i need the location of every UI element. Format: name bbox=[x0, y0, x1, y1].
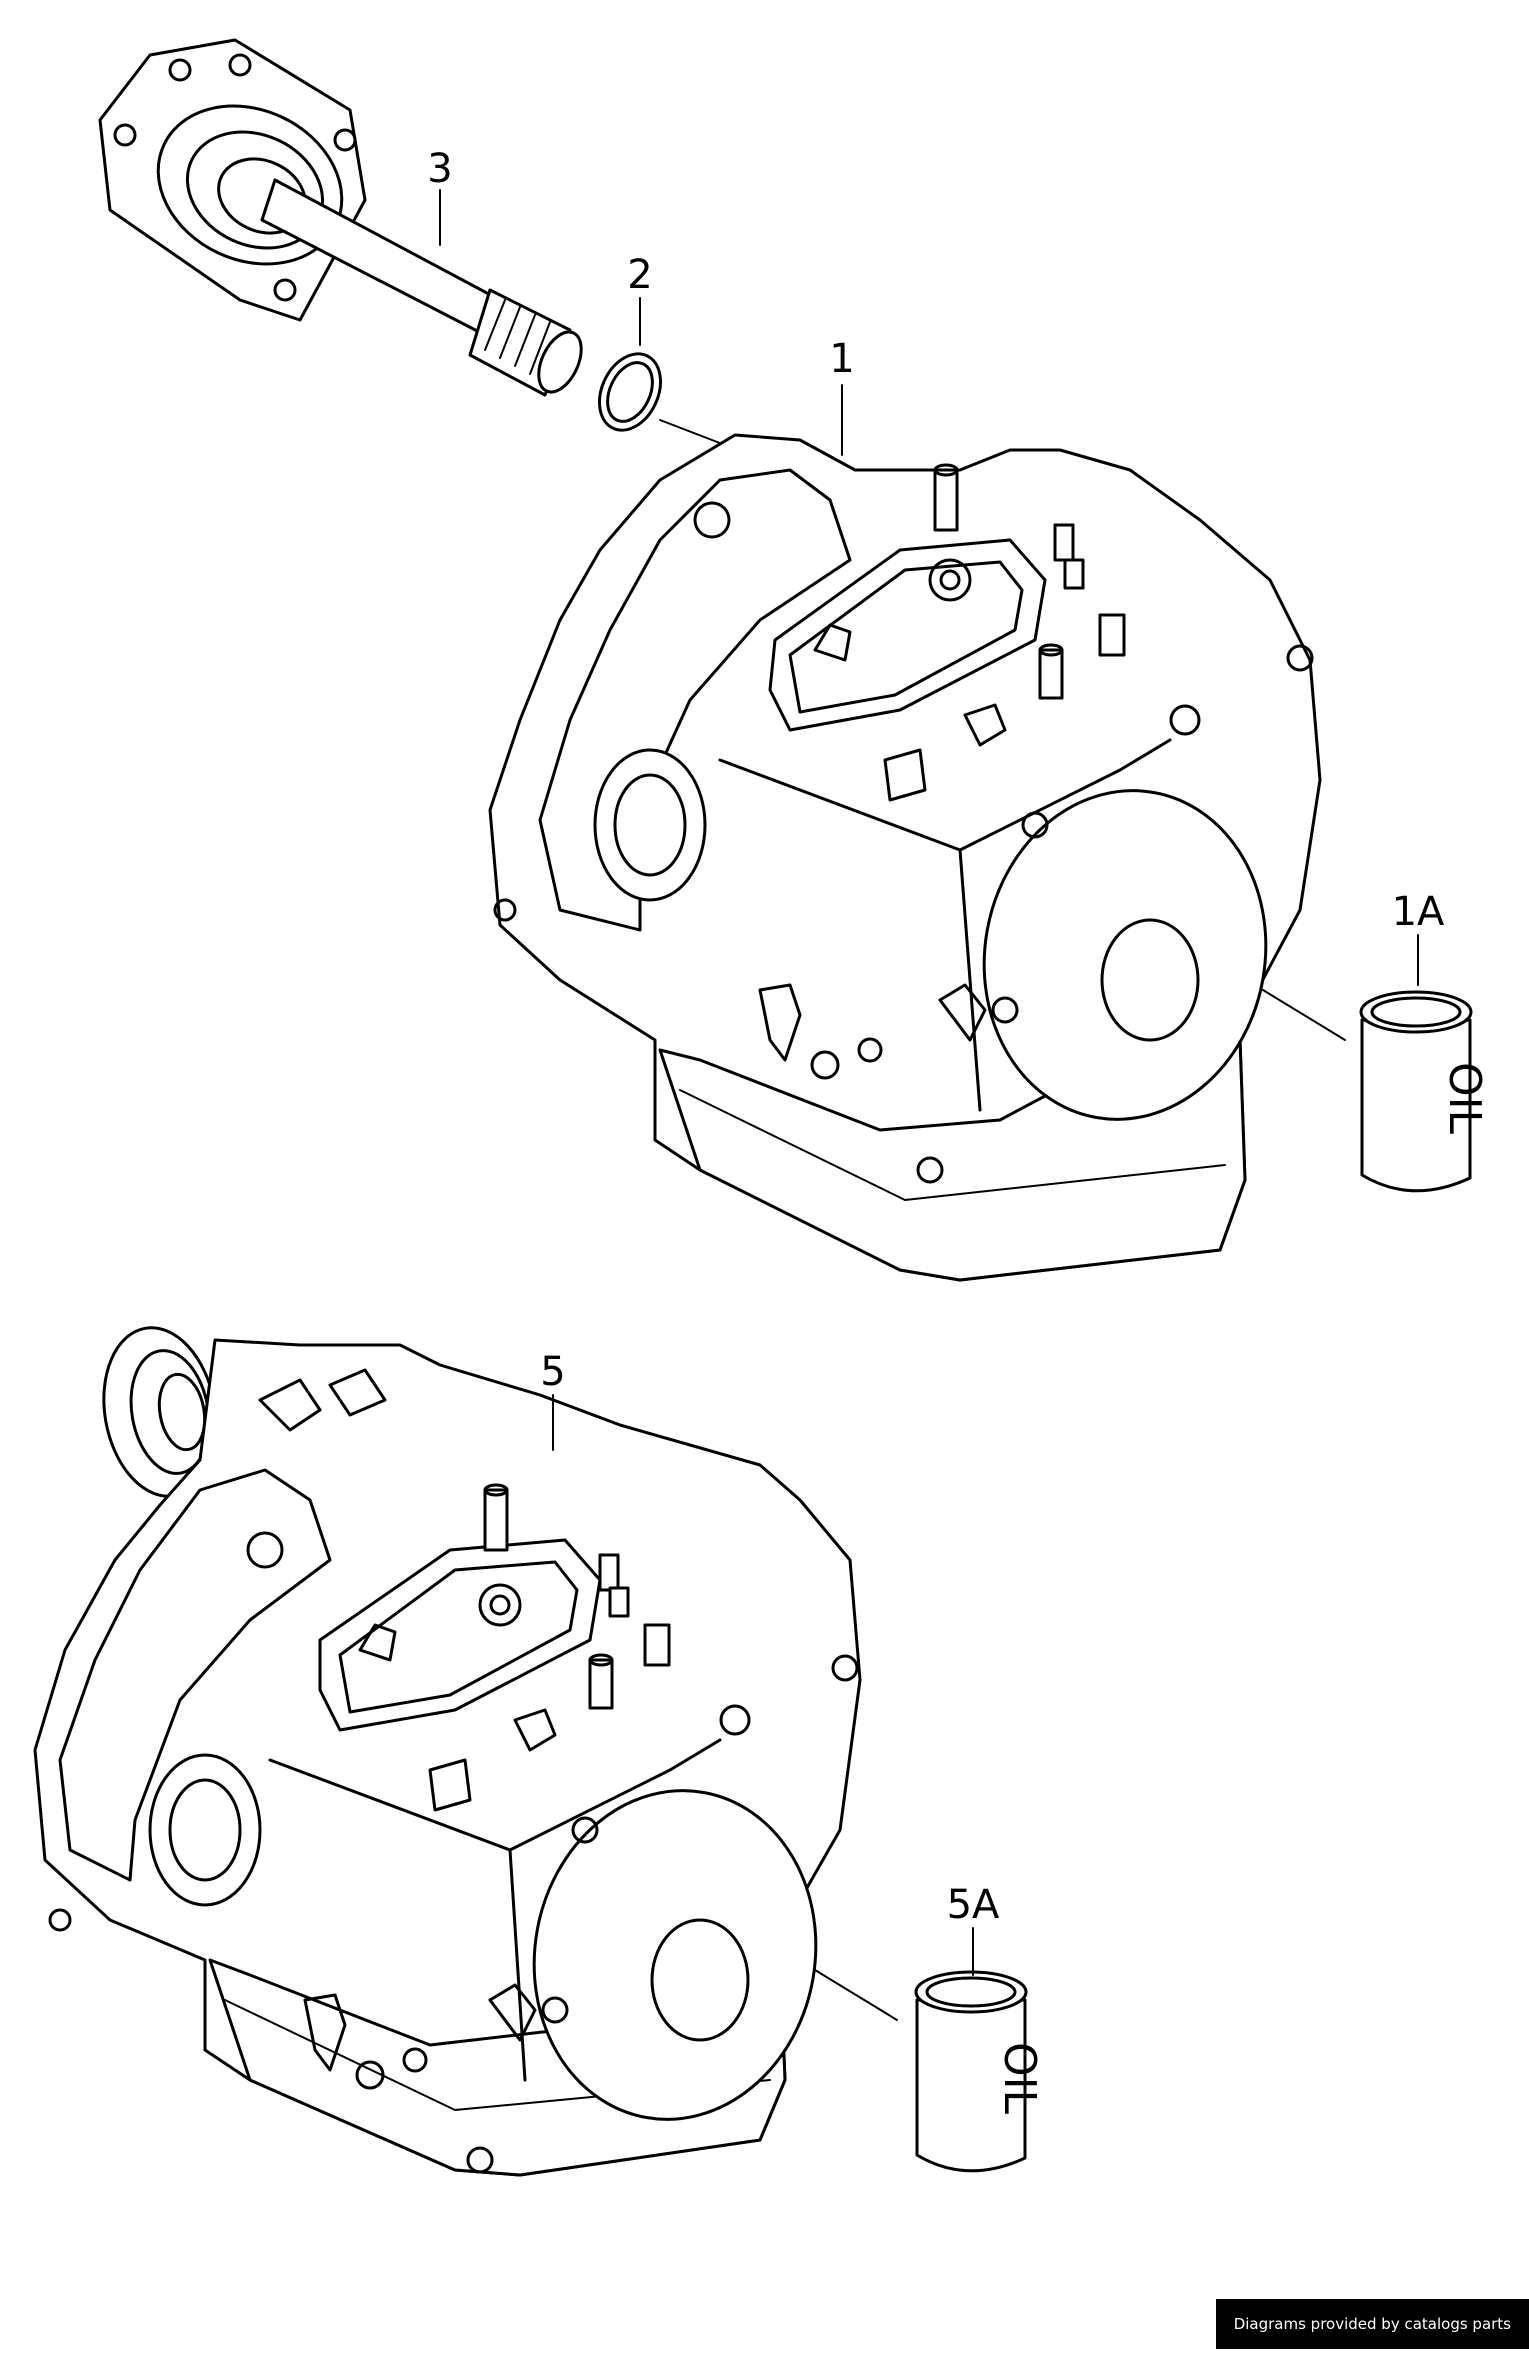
callout-1a: 1A bbox=[1392, 889, 1445, 935]
drive-shaft-part-3[interactable] bbox=[98, 38, 590, 399]
bottle-label-5a: OIL bbox=[994, 2042, 1045, 2115]
transmission-part-1[interactable] bbox=[488, 433, 1322, 1282]
bottle-label-1a: OIL bbox=[1439, 1062, 1490, 1135]
o-ring-part-2[interactable] bbox=[588, 344, 726, 446]
diagram-credit-banner: Diagrams provided by catalogs parts bbox=[1215, 2299, 1529, 2349]
transmission-part-5[interactable] bbox=[33, 1319, 862, 2177]
oil-bottle-part-5a[interactable]: OIL bbox=[914, 1970, 1045, 2173]
leader-line-1a-bottle bbox=[1262, 989, 1346, 1041]
callout-2: 2 bbox=[627, 252, 652, 298]
callout-3: 3 bbox=[427, 146, 452, 192]
callout-1: 1 bbox=[829, 336, 854, 382]
oil-bottle-part-1a[interactable]: OIL bbox=[1359, 990, 1490, 1193]
leader-line-5a-bottle bbox=[814, 1969, 898, 2021]
callout-5a: 5A bbox=[947, 1882, 1000, 1928]
callout-5: 5 bbox=[540, 1349, 565, 1395]
